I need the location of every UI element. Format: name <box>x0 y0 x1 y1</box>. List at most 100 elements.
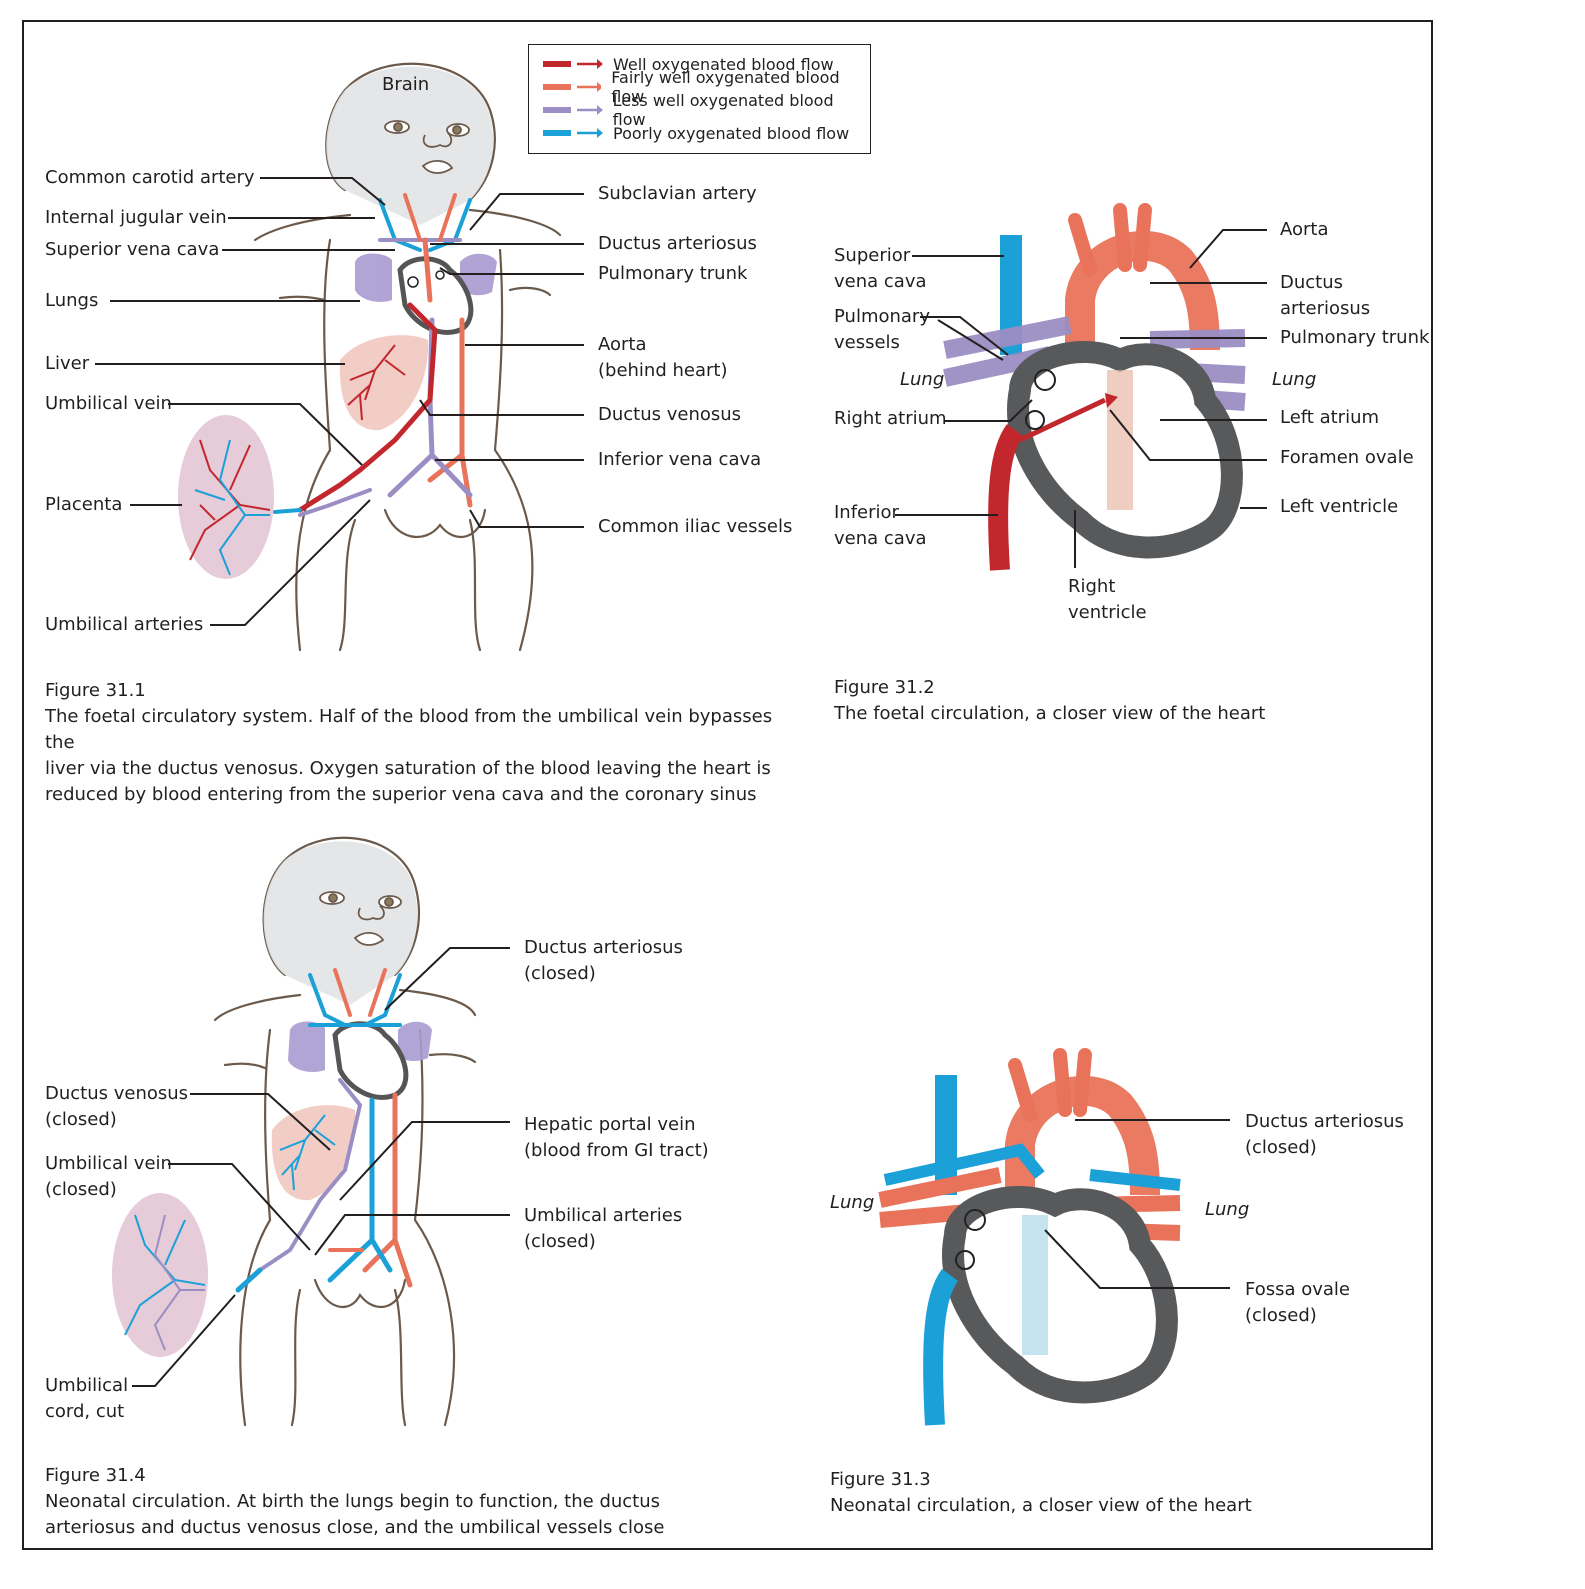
fig4-placenta-vessels <box>124 1214 206 1351</box>
fig1-caption-line: The foetal circulatory system. Half of t… <box>45 706 773 753</box>
fig2-label-lung-right: Lung <box>1272 369 1317 390</box>
fig2-label-left-atrium: Left atrium <box>1280 407 1380 428</box>
fig3-label-ductus-arteriosus-1: Ductus arteriosus <box>1245 1111 1404 1132</box>
legend: Well oxygenated blood flow Fairly well o… <box>528 44 871 154</box>
fig2-caption: Figure 31.2 The foetal circulation, a cl… <box>834 675 1394 727</box>
page-frame <box>22 20 1433 1550</box>
fig1-label-liver: Liver <box>45 353 90 374</box>
fig1-placenta-vessels <box>189 439 271 576</box>
legend-item-poorly-oxygenated: Poorly oxygenated blood flow <box>543 122 849 144</box>
legend-swatch <box>543 105 603 115</box>
fig4-label-umbilical-vein-1: Umbilical vein <box>45 1153 172 1174</box>
fig2-label-right-ventricle-1: Right <box>1068 576 1116 597</box>
fig2-label-pulmonary-vessels-1: Pulmonary <box>834 306 930 327</box>
fig1-label-subclavian-artery: Subclavian artery <box>598 183 757 204</box>
fig2-label-superior-vena-cava-1: Superior <box>834 245 911 266</box>
fig3-label-fossa-ovale-2: (closed) <box>1245 1305 1317 1326</box>
fig4-caption-line: Neonatal circulation. At birth the lungs… <box>45 1491 661 1512</box>
fig3-caption-title: Figure 31.3 <box>830 1469 931 1490</box>
fig2-label-ductus-arteriosus-1: Ductus <box>1280 272 1344 293</box>
fig1-label-superior-vena-cava: Superior vena cava <box>45 239 220 260</box>
fig4-caption-line: arteriosus and ductus venosus close, and… <box>45 1517 665 1538</box>
legend-swatch <box>543 59 603 69</box>
fig3-label-lung-right: Lung <box>1205 1199 1250 1220</box>
fig4-label-umbilical-vein-2: (closed) <box>45 1179 117 1200</box>
fig4-face <box>319 891 402 946</box>
fig1-caption: Figure 31.1 The foetal circulatory syste… <box>45 678 785 808</box>
fig2-label-superior-vena-cava-2: vena cava <box>834 271 927 292</box>
fig1-vessels <box>273 193 473 517</box>
fig3-leader-lines <box>1044 1119 1230 1289</box>
fig4-label-hepatic-portal-vein-1: Hepatic portal vein <box>524 1114 696 1135</box>
legend-label: Poorly oxygenated blood flow <box>613 123 850 143</box>
fig2-label-pulmonary-trunk: Pulmonary trunk <box>1280 327 1430 348</box>
fig4-caption: Figure 31.4 Neonatal circulation. At bir… <box>45 1463 745 1541</box>
fig4-label-ductus-venosus-1: Ductus venosus <box>45 1083 189 1104</box>
fig4-leader-lines <box>132 947 510 1387</box>
fig4-vessels <box>235 968 413 1293</box>
fig1-label-common-iliac-vessels: Common iliac vessels <box>598 516 793 537</box>
fig1-face <box>384 120 470 174</box>
fig1-label-internal-jugular-vein: Internal jugular vein <box>45 207 227 228</box>
fig2-label-right-ventricle-2: ventricle <box>1068 602 1147 623</box>
legend-item-fairly-well-oxygenated: Fairly well oxygenated blood flow <box>543 68 870 106</box>
fig1-label-inferior-vena-cava: Inferior vena cava <box>598 449 762 470</box>
fig2-label-lung-left: Lung <box>900 369 945 390</box>
fig3-heart-illustration <box>878 1048 1181 1426</box>
fig2-label-inferior-vena-cava-2: vena cava <box>834 528 927 549</box>
fig4-baby-illustration <box>112 836 477 1427</box>
fig4-label-umbilical-cord-cut-2: cord, cut <box>45 1401 125 1422</box>
fig1-label-placenta: Placenta <box>45 494 123 515</box>
fig1-caption-line: liver via the ductus venosus. Oxygen sat… <box>45 758 771 779</box>
fig1-label-common-carotid-artery: Common carotid artery <box>45 167 255 188</box>
fig4-placenta <box>112 1193 208 1357</box>
fig2-label-foramen-ovale: Foramen ovale <box>1280 447 1414 468</box>
fig2-label-left-ventricle: Left ventricle <box>1280 496 1399 517</box>
fig1-label-aorta: Aorta <box>598 334 647 355</box>
fig2-caption-title: Figure 31.2 <box>834 677 935 698</box>
fig2-label-right-atrium: Right atrium <box>834 408 947 429</box>
fig3-label-ductus-arteriosus-2: (closed) <box>1245 1137 1317 1158</box>
fig3-label-fossa-ovale-1: Fossa ovale <box>1245 1279 1351 1300</box>
fig4-label-ductus-arteriosus-1: Ductus arteriosus <box>524 937 683 958</box>
fig1-label-umbilical-vein: Umbilical vein <box>45 393 172 414</box>
fig2-label-pulmonary-vessels-2: vessels <box>834 332 900 353</box>
fig4-label-umbilical-arteries-1: Umbilical arteries <box>524 1205 683 1226</box>
fig2-label-ductus-arteriosus-2: arteriosus <box>1280 298 1371 319</box>
fig4-label-umbilical-arteries-2: (closed) <box>524 1231 596 1252</box>
fig1-label-brain: Brain <box>382 74 430 95</box>
fig4-liver-vessels <box>279 1114 336 1191</box>
fig2-caption-line: The foetal circulation, a closer view of… <box>834 703 1266 724</box>
fig2-label-aorta: Aorta <box>1280 219 1329 240</box>
fig3-caption: Figure 31.3 Neonatal circulation, a clos… <box>830 1467 1390 1519</box>
legend-item-less-well-oxygenated: Less well oxygenated blood flow <box>543 91 870 129</box>
fig1-label-ductus-venosus: Ductus venosus <box>598 404 742 425</box>
fig4-head <box>263 841 418 1005</box>
fig1-label-lungs: Lungs <box>45 290 99 311</box>
legend-label: Fairly well oxygenated blood flow <box>611 68 840 106</box>
fig1-leader-lines <box>95 177 584 626</box>
fig1-label-aorta-behind-heart: (behind heart) <box>598 360 728 381</box>
fig2-heart-illustration <box>943 203 1246 571</box>
fig1-caption-line: reduced by blood entering from the super… <box>45 784 757 805</box>
legend-swatch <box>543 128 603 138</box>
fig1-liver-vessels <box>347 344 406 421</box>
fig1-label-umbilical-arteries: Umbilical arteries <box>45 614 204 635</box>
legend-swatch <box>543 82 602 92</box>
fig4-label-ductus-arteriosus-2: (closed) <box>524 963 596 984</box>
fig1-head <box>326 66 494 225</box>
legend-label: Less well oxygenated blood flow <box>612 91 834 129</box>
fig3-caption-line: Neonatal circulation, a closer view of t… <box>830 1495 1252 1516</box>
fig4-caption-title: Figure 31.4 <box>45 1465 146 1486</box>
fig1-caption-title: Figure 31.1 <box>45 680 146 701</box>
fig4-label-umbilical-cord-cut-1: Umbilical <box>45 1375 129 1396</box>
fig4-lungs <box>288 1021 432 1072</box>
fig3-label-lung-left: Lung <box>830 1192 875 1213</box>
legend-item-well-oxygenated: Well oxygenated blood flow <box>543 53 834 75</box>
fig1-liver <box>339 335 429 431</box>
fig1-label-ductus-arteriosus: Ductus arteriosus <box>598 233 757 254</box>
fig1-label-pulmonary-trunk: Pulmonary trunk <box>598 263 748 284</box>
fig2-label-inferior-vena-cava-1: Inferior <box>834 502 899 523</box>
fig4-label-hepatic-portal-vein-2: (blood from GI tract) <box>524 1140 709 1161</box>
fig4-label-ductus-venosus-2: (closed) <box>45 1109 117 1130</box>
